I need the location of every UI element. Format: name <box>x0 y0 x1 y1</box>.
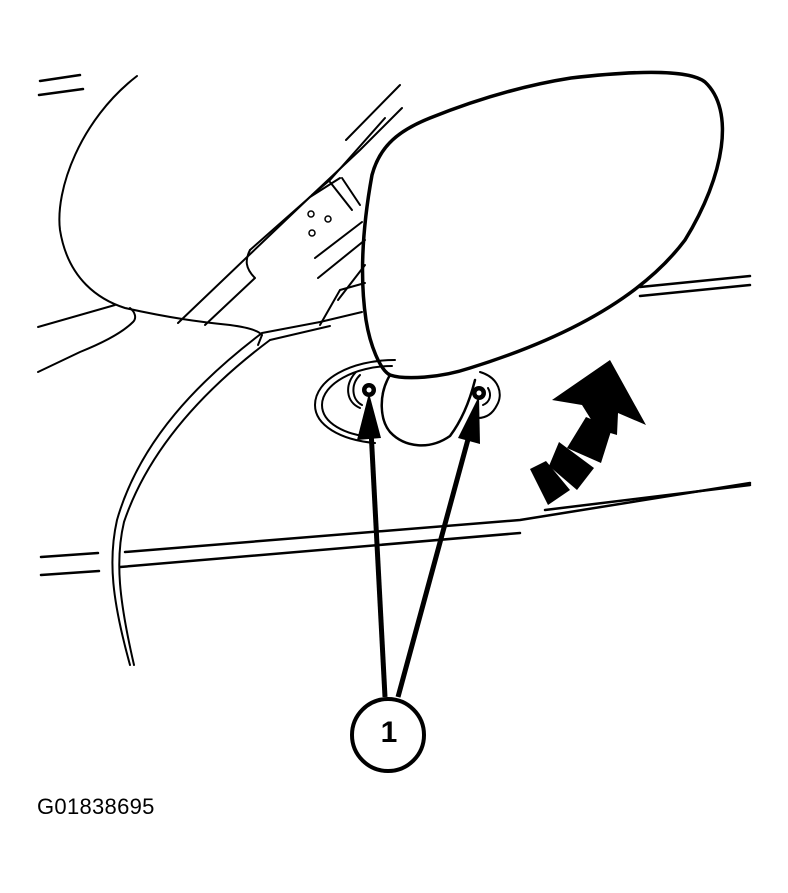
pillar-inner-trim <box>314 221 366 326</box>
nut-rings <box>347 371 492 409</box>
removal-direction-arrow-icon <box>530 360 646 505</box>
mounting-nut-left <box>362 383 376 397</box>
mounting-nut-right <box>472 386 486 400</box>
callout-1-leaders <box>357 393 480 698</box>
mirror-base-gasket <box>314 359 501 444</box>
body-crease-lines <box>39 274 752 577</box>
door-panel-edge <box>111 311 363 666</box>
sill-lines <box>37 304 263 373</box>
callout-1-badge <box>350 697 426 773</box>
a-pillar-lines <box>177 84 403 326</box>
window-trim-lines <box>37 73 85 97</box>
mirror-housing <box>360 70 725 380</box>
door-glass-edge <box>58 75 263 336</box>
figure-id-label: G01838695 <box>37 794 155 819</box>
callout-1-label: 1 <box>380 716 398 749</box>
mirror-foot <box>380 373 477 447</box>
pillar-holes <box>307 210 332 237</box>
